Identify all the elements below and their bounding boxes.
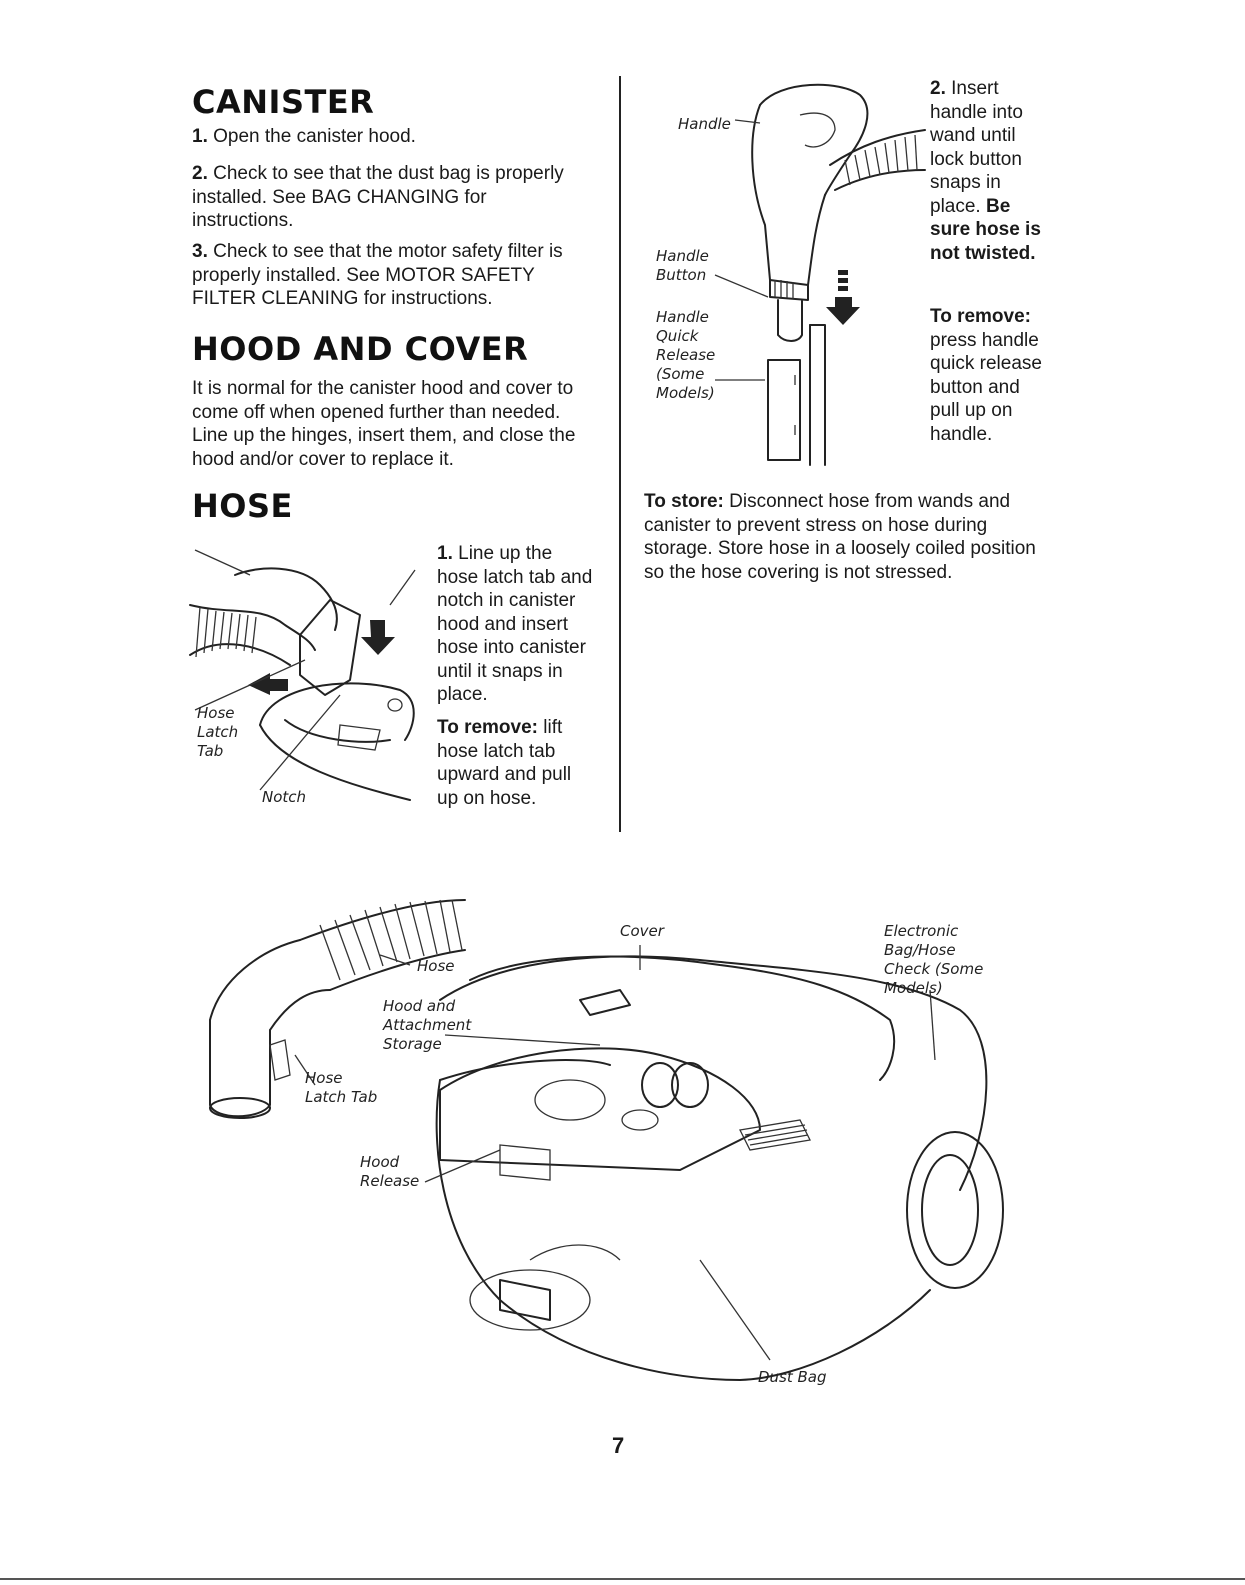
step-text: Open the canister hood. (213, 126, 416, 147)
step-number: 3. (192, 241, 208, 262)
canister-step-3: 3. Check to see that the motor safety fi… (192, 240, 592, 311)
step-text: Insert handle into wand until lock butto… (930, 78, 1023, 217)
label-electronic-check: Electronic Bag/Hose Check (Some Models) (884, 922, 984, 997)
step-number: 2. (192, 163, 208, 184)
remove-label: To remove: (437, 717, 539, 738)
page-number: 7 (612, 1433, 625, 1458)
hose-insert-illustration (189, 549, 416, 801)
canister-step-1: 1. Open the canister hood. (192, 125, 592, 149)
label-notch: Notch (262, 788, 307, 806)
hose-heading: HOSE (192, 487, 293, 525)
hose-step-1: 1. Line up the hose latch tab and notch … (437, 542, 597, 707)
column-divider (619, 76, 621, 832)
canister-heading: CANISTER (192, 83, 375, 121)
label-cover: Cover (620, 922, 664, 940)
label-dust-bag: Dust Bag (758, 1368, 827, 1386)
label-handle-button: Handle Button (656, 247, 709, 284)
label-hose-latch-tab: Hose Latch Tab (197, 704, 239, 760)
remove-text: lift hose latch tab upward and pull up o… (437, 717, 572, 809)
label-main-hose-latch-tab: Hose Latch Tab (305, 1069, 378, 1106)
handle-insert-illustration (714, 83, 926, 466)
store-text: Disconnect hose from wands and canister … (644, 491, 1036, 583)
label-handle: Handle (678, 115, 731, 133)
canister-step-2: 2. Check to see that the dust bag is pro… (192, 162, 592, 233)
step-text: Line up the hose latch tab and notch in … (437, 543, 593, 705)
page-bottom-edge (0, 1578, 1245, 1580)
label-hood-attachment-storage: Hood and Attachment Storage (383, 997, 472, 1053)
store-label: To store: (644, 491, 724, 512)
store-paragraph: To store: Disconnect hose from wands and… (644, 490, 1044, 584)
remove-text: press handle quick release button and pu… (930, 329, 1042, 445)
label-quick-release: Handle Quick Release (Some Models) (656, 308, 716, 402)
label-hood-release: Hood Release (360, 1153, 420, 1190)
step-number: 2. (930, 78, 946, 99)
hose-remove: To remove: lift hose latch tab upward an… (437, 716, 597, 810)
hood-cover-text: It is normal for the canister hood and c… (192, 378, 576, 470)
canister-vacuum-illustration (209, 899, 1004, 1381)
handle-step-2: 2. Insert handle into wand until lock bu… (930, 77, 1050, 265)
twist-warning: Be sure hose is not twisted. (930, 195, 1041, 264)
step-number: 1. (192, 126, 208, 147)
step-text: Check to see that the motor safety filte… (192, 241, 563, 309)
step-text: Check to see that the dust bag is proper… (192, 163, 564, 231)
step-number: 1. (437, 543, 453, 564)
label-hose: Hose (417, 957, 455, 975)
handle-remove: To remove: press handle quick release bu… (930, 305, 1050, 446)
hood-cover-heading: HOOD AND COVER (192, 330, 529, 368)
remove-label: To remove: (930, 306, 1032, 327)
